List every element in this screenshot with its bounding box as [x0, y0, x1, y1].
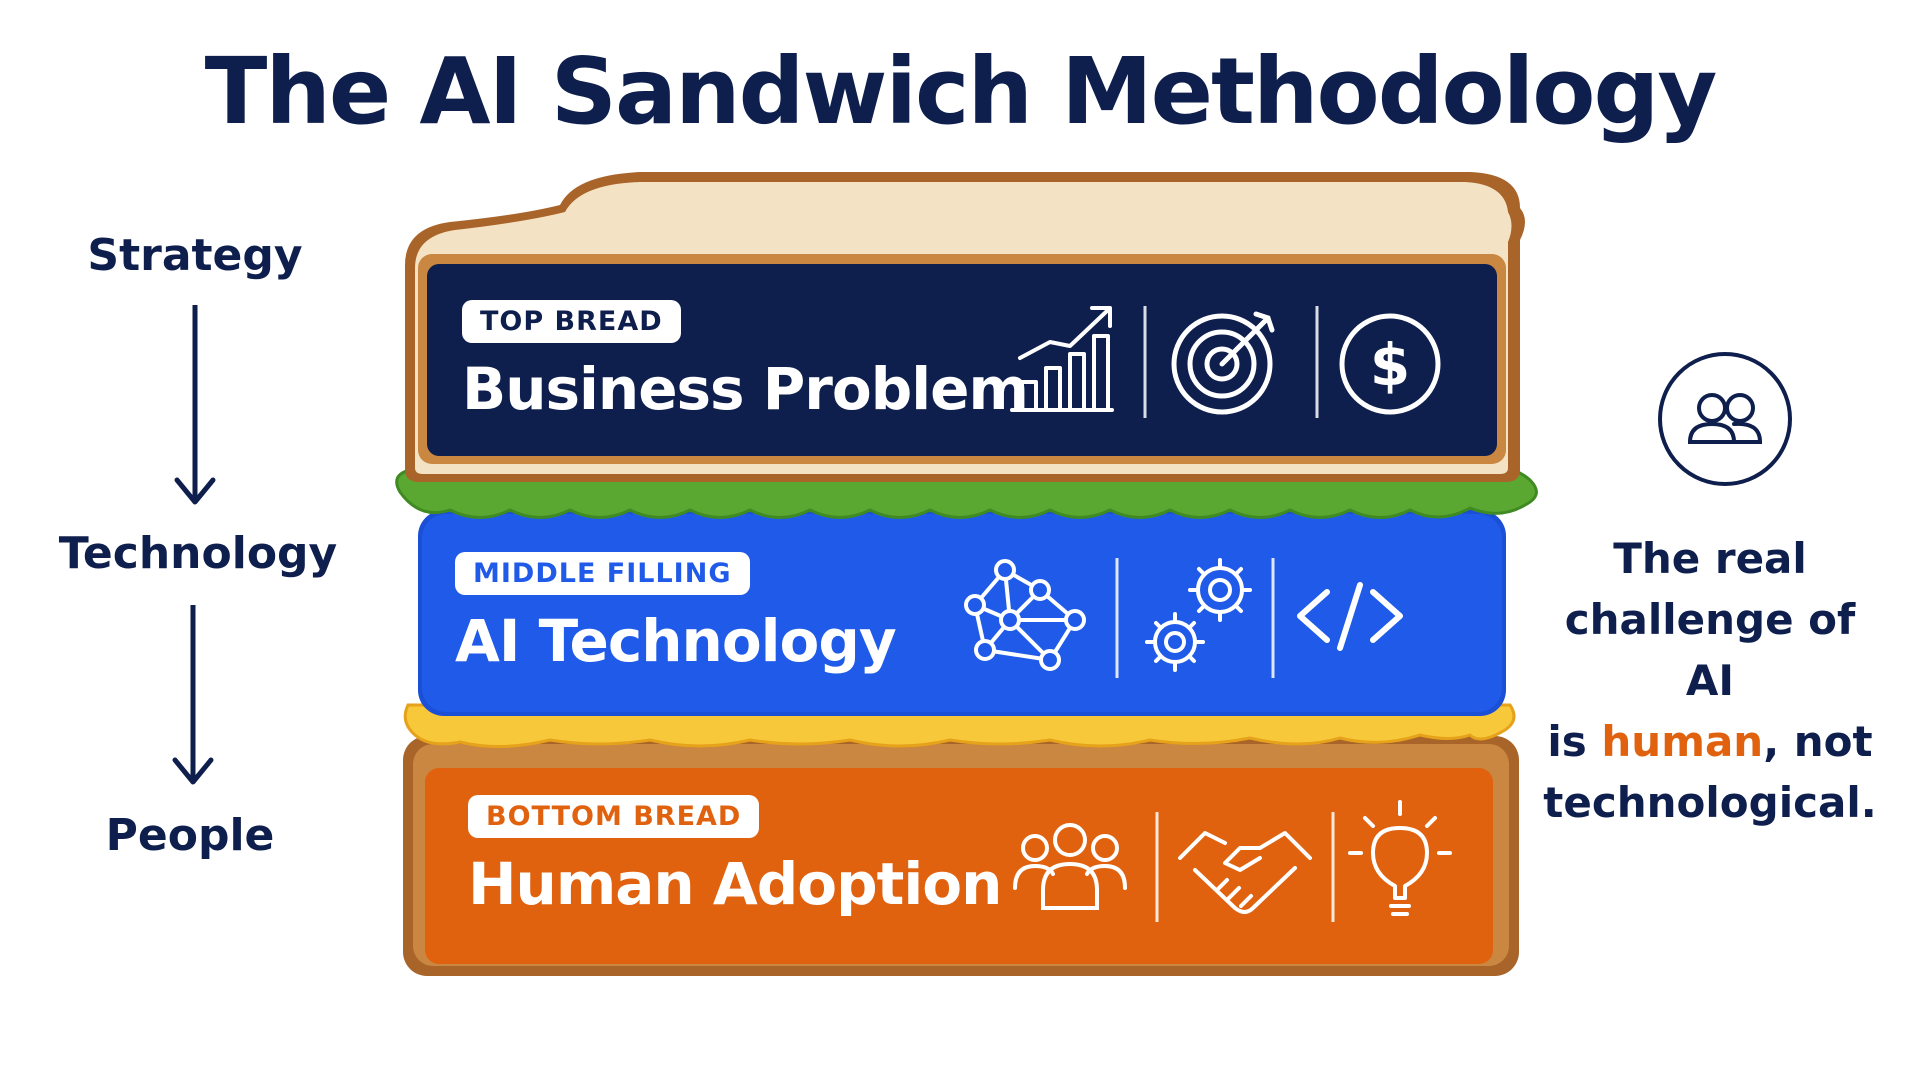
side-note-text: The real challenge of AI is human, not t…	[1540, 528, 1880, 833]
arrow-down-icon	[172, 605, 214, 785]
top-bread-tag: TOP BREAD	[462, 300, 681, 343]
side-note-line3: is human, not	[1540, 711, 1880, 772]
growth-chart-icon	[1010, 306, 1114, 412]
side-note-line4: technological.	[1543, 778, 1877, 827]
top-icons: $	[1010, 306, 1441, 418]
arrow-down-icon	[174, 305, 216, 505]
dollar-icon	[1339, 313, 1441, 415]
target-icon	[1171, 311, 1275, 415]
flow-label-people: People	[105, 810, 275, 861]
page-title: The AI Sandwich Methodology	[204, 38, 1718, 145]
bottom-icons	[1013, 800, 1452, 922]
code-icon	[1297, 582, 1403, 651]
flow-label-technology: Technology	[58, 528, 338, 579]
dollar-sign: $	[1370, 331, 1410, 399]
bottom-layer-text: BOTTOM BREAD Human Adoption	[468, 795, 1002, 918]
handshake-icon	[1178, 831, 1312, 914]
top-bread-title: Business Problem	[462, 355, 1029, 423]
top-bread-panel	[427, 264, 1497, 456]
side-note-line1: The real	[1613, 534, 1807, 583]
neural-network-icon	[964, 559, 1086, 671]
people-group-icon	[1013, 823, 1127, 910]
side-note-line3-prefix: is	[1547, 717, 1602, 766]
top-layer-text: TOP BREAD Business Problem	[462, 300, 1029, 423]
middle-icons	[964, 558, 1403, 678]
bottom-bread-title: Human Adoption	[468, 850, 1002, 918]
middle-filling-tag: MIDDLE FILLING	[455, 552, 750, 595]
bottom-bread-tag: BOTTOM BREAD	[468, 795, 760, 838]
top-bread	[405, 172, 1525, 482]
flow-label-strategy: Strategy	[87, 230, 303, 281]
middle-layer-text: MIDDLE FILLING AI Technology	[455, 552, 897, 675]
side-note-highlight: human	[1601, 717, 1764, 766]
lightbulb-icon	[1348, 800, 1452, 916]
gears-icon	[1145, 558, 1252, 672]
people-icon	[1658, 352, 1792, 486]
middle-filling-title: AI Technology	[455, 607, 897, 675]
side-note-line3-suffix: , not	[1763, 717, 1873, 766]
side-note-line2: challenge of AI	[1564, 595, 1856, 705]
